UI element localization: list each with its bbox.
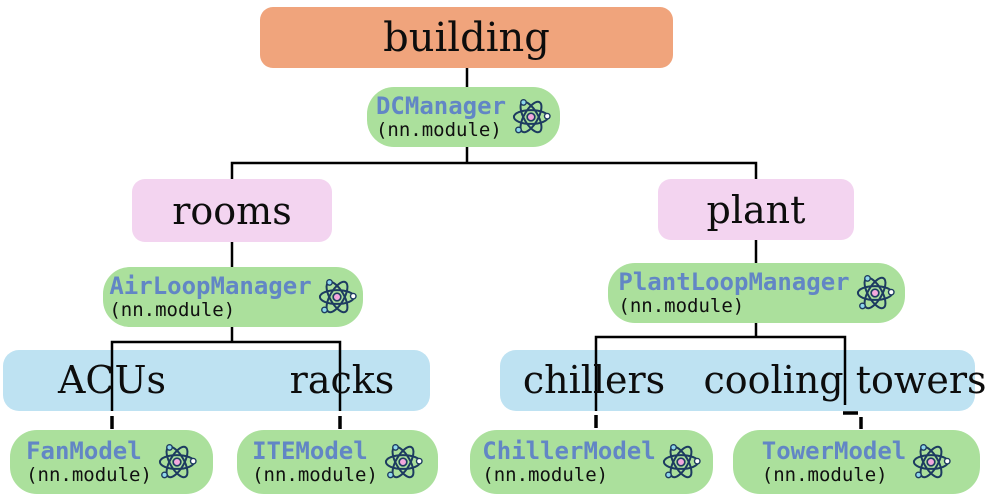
module-annotation: (nn.module)	[252, 464, 378, 486]
node-plant: plant	[658, 179, 854, 240]
node-dcmanager: DCManager (nn.module)	[367, 87, 560, 147]
module-annotation: (nn.module)	[26, 464, 152, 486]
node-towermodel-text: TowerModel (nn.module)	[762, 438, 907, 486]
node-itemodel-text: ITEModel (nn.module)	[252, 438, 378, 486]
module-annotation: (nn.module)	[482, 464, 609, 486]
group-label-acus: ACUs	[57, 358, 167, 402]
node-airloopmanager-text: AirLoopManager (nn.module)	[109, 273, 311, 321]
module-annotation: (nn.module)	[761, 464, 888, 486]
atom-icon	[158, 442, 198, 482]
atom-icon	[318, 277, 357, 317]
class-name: ITEModel	[252, 437, 368, 465]
module-annotation: (nn.module)	[375, 119, 502, 141]
node-plantloopmanager-text: PlantLoopManager (nn.module)	[618, 269, 849, 317]
node-chillermodel-text: ChillerModel (nn.module)	[482, 438, 655, 486]
class-name: PlantLoopManager	[618, 268, 850, 296]
class-name: DCManager	[375, 92, 507, 120]
node-fanmodel-text: FanModel (nn.module)	[26, 438, 152, 486]
node-plantloopmanager: PlantLoopManager (nn.module)	[608, 263, 905, 323]
class-name: TowerModel	[761, 437, 907, 465]
group-label-chillers: chillers	[522, 358, 666, 402]
node-dcmanager-text: DCManager (nn.module)	[376, 93, 506, 141]
node-plant-label: plant	[706, 187, 806, 232]
group-label-racks: racks	[289, 358, 395, 402]
node-building: building	[260, 7, 673, 68]
atom-icon	[856, 273, 895, 313]
module-annotation: (nn.module)	[618, 295, 745, 317]
atom-icon	[512, 97, 552, 137]
node-fanmodel: FanModel (nn.module)	[10, 430, 213, 494]
class-name: AirLoopManager	[109, 272, 312, 300]
class-name: FanModel	[26, 437, 142, 465]
class-name: ChillerModel	[482, 437, 656, 465]
node-chillermodel: ChillerModel (nn.module)	[470, 430, 713, 494]
node-rooms-label: rooms	[172, 188, 292, 233]
atom-icon	[912, 442, 952, 482]
node-rooms: rooms	[132, 179, 332, 242]
group-label-cooling-towers: cooling towers	[703, 358, 987, 402]
module-annotation: (nn.module)	[109, 299, 236, 321]
node-airloopmanager: AirLoopManager (nn.module)	[103, 267, 363, 327]
atom-icon	[384, 442, 424, 482]
node-towermodel: TowerModel (nn.module)	[733, 430, 980, 494]
node-building-label: building	[383, 14, 550, 61]
node-itemodel: ITEModel (nn.module)	[237, 430, 438, 494]
atom-icon	[662, 442, 701, 482]
